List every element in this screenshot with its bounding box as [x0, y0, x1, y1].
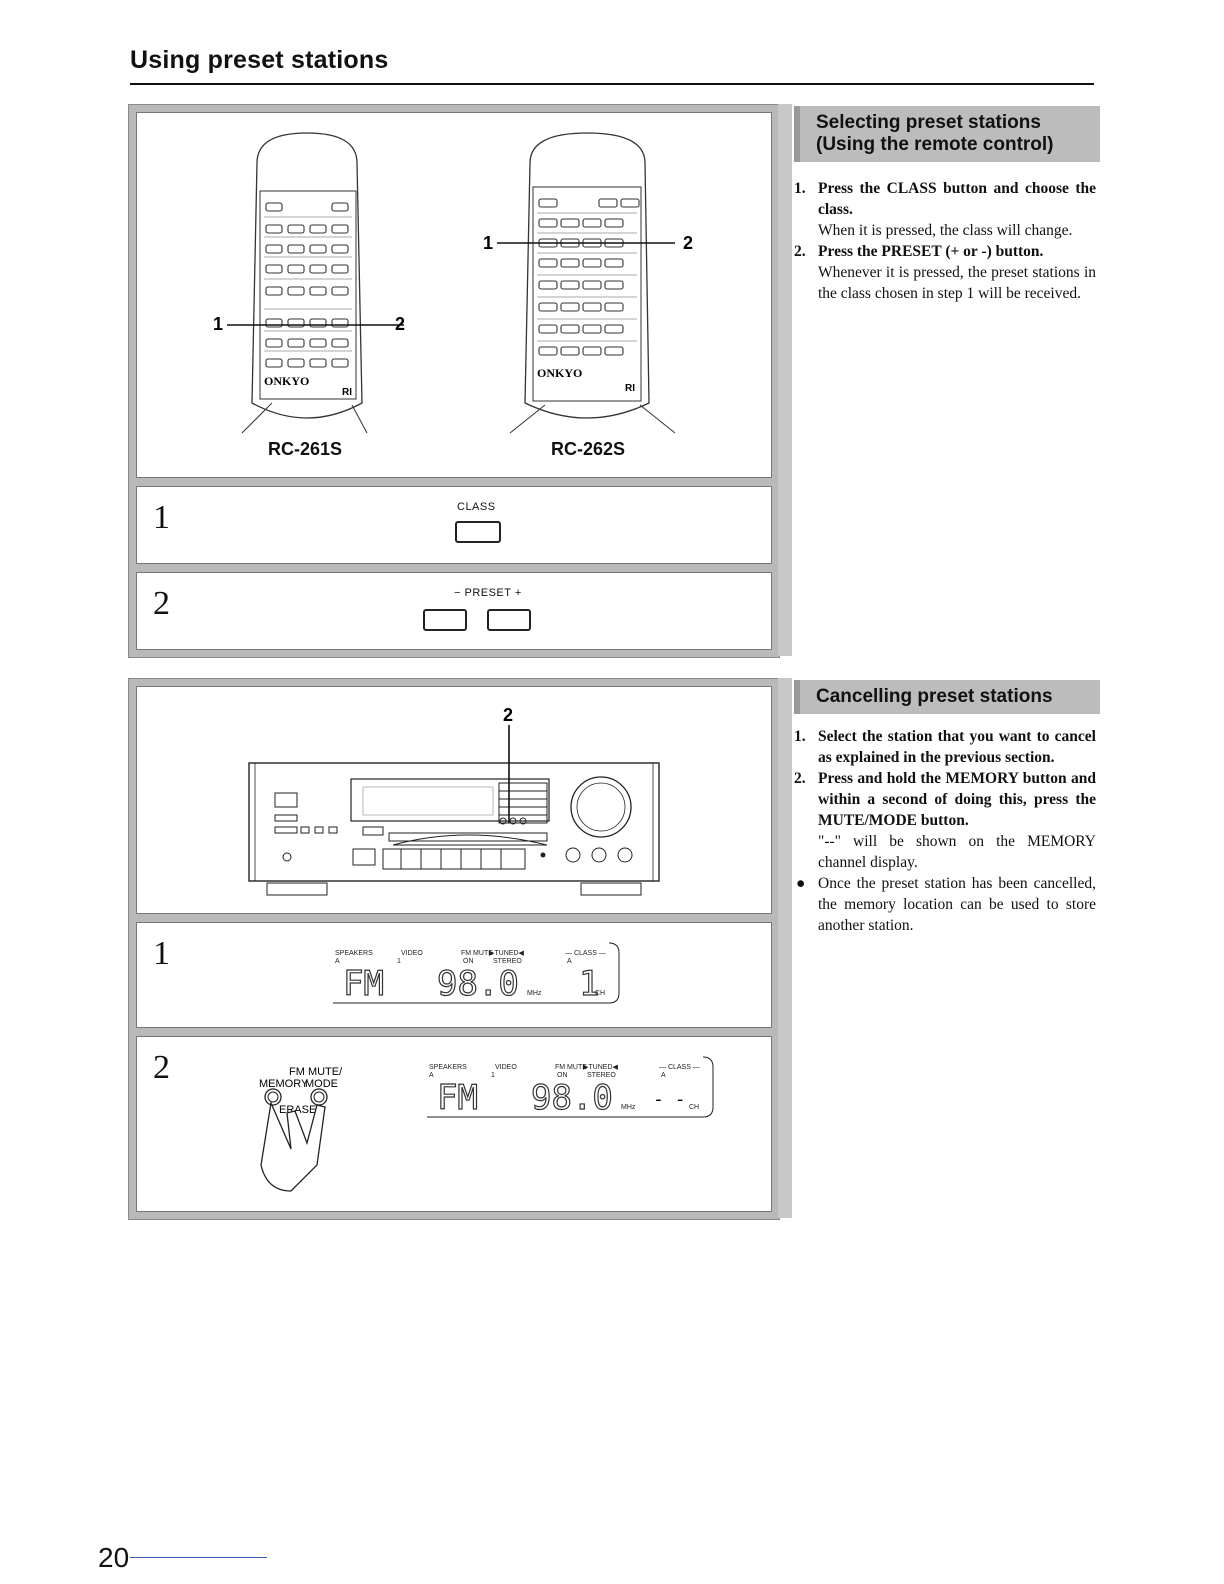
- svg-text:— CLASS —: — CLASS —: [659, 1064, 700, 1071]
- svg-text:▶TUNED◀: ▶TUNED◀: [489, 950, 524, 957]
- svg-text:A: A: [429, 1072, 434, 1079]
- page-number: 20: [98, 1542, 130, 1573]
- svg-text:CH: CH: [689, 1104, 699, 1111]
- svg-text:1: 1: [397, 958, 401, 965]
- svg-text:FM MUTE/: FM MUTE/: [289, 1066, 343, 1078]
- svg-text:RI: RI: [625, 383, 635, 394]
- svg-text:FM: FM: [343, 964, 384, 1004]
- remotes-illustration: ONKYO RI 1 2: [213, 132, 693, 434]
- svg-text:- -: - -: [653, 1089, 686, 1110]
- svg-text:ERASE: ERASE: [279, 1104, 316, 1116]
- remote-model-left: RC-261S: [268, 439, 343, 459]
- cancel-instructions: 1. Select the station that you want to c…: [794, 726, 1096, 936]
- remote-rc261s: ONKYO RI: [227, 132, 404, 434]
- remote-figure-panel: ONKYO RI 1 2: [136, 112, 772, 478]
- svg-text:FM: FM: [437, 1078, 478, 1118]
- class-button: [455, 521, 501, 543]
- page-title: Using preset stations: [130, 46, 389, 74]
- receiver-illustration: 2: [248, 705, 660, 896]
- svg-text:FM MUTE: FM MUTE: [461, 950, 493, 957]
- svg-text:FM MUTE: FM MUTE: [555, 1064, 587, 1071]
- svg-text:ON: ON: [557, 1072, 568, 1079]
- callout-right-1: 1: [483, 233, 493, 253]
- select-step2-panel: 2 − PRESET +: [136, 572, 772, 650]
- preset-plus-button: [487, 609, 531, 631]
- svg-text:STEREO: STEREO: [493, 958, 522, 965]
- svg-text:98.0: 98.0: [531, 1078, 613, 1118]
- svg-text:ONKYO: ONKYO: [264, 374, 309, 388]
- svg-text:ON: ON: [463, 958, 474, 965]
- svg-text:— CLASS —: — CLASS —: [565, 950, 606, 957]
- title-rule: [130, 83, 1094, 85]
- svg-text:1: 1: [579, 964, 599, 1004]
- svg-text:MODE: MODE: [305, 1078, 338, 1090]
- cancel-step1-panel: 1 SPEAKERS A VIDEO 1 FM MUTE ▶TUNED◀ ON …: [136, 922, 772, 1028]
- section-heading-cancel: Cancelling preset stations: [794, 680, 1100, 714]
- svg-text:MEMORY: MEMORY: [259, 1078, 309, 1090]
- remote-rc262s: ONKYO RI: [497, 132, 676, 434]
- receiver-panel: 2: [136, 686, 772, 914]
- select-instruction-2: 2. Press the PRESET (+ or -) button. Whe…: [794, 243, 1096, 302]
- select-instruction-1: 1. Press the CLASS button and choose the…: [794, 180, 1096, 239]
- svg-text:CH: CH: [595, 990, 605, 997]
- svg-text:A: A: [567, 958, 572, 965]
- section-heading-select: Selecting preset stations (Using the rem…: [794, 106, 1100, 162]
- svg-text:STEREO: STEREO: [587, 1072, 616, 1079]
- cancel-instruction-2: 2. Press and hold the MEMORY button and …: [794, 770, 1096, 871]
- select-step1-number: 1: [153, 499, 170, 536]
- callout-left-2: 2: [395, 314, 405, 334]
- section-heading-select-line2: (Using the remote control): [816, 134, 1054, 155]
- svg-text:A: A: [335, 958, 340, 965]
- callout-left-1: 1: [213, 314, 223, 334]
- class-button-label: CLASS: [457, 501, 496, 513]
- svg-text:VIDEO: VIDEO: [401, 950, 423, 957]
- svg-text:MHz: MHz: [621, 1104, 636, 1111]
- bullet-icon: ●: [796, 875, 806, 892]
- select-instructions: 1. Press the CLASS button and choose the…: [794, 178, 1096, 304]
- svg-text:RI: RI: [342, 387, 352, 398]
- preset-button-label: − PRESET +: [454, 587, 522, 599]
- svg-text:SPEAKERS: SPEAKERS: [429, 1064, 467, 1071]
- cancel-instruction-1: 1. Select the station that you want to c…: [794, 728, 1096, 766]
- receiver-callout-2: 2: [503, 705, 513, 725]
- hand-pressing-buttons: FM MUTE/ MEMORY MODE ERASE: [259, 1066, 343, 1192]
- section-heading-select-line1: Selecting preset stations: [816, 112, 1041, 133]
- svg-text:A: A: [661, 1072, 666, 1079]
- fl-display-2: SPEAKERS A VIDEO 1 FM MUTE ▶TUNED◀ ON ST…: [427, 1056, 714, 1119]
- svg-text:▶TUNED◀: ▶TUNED◀: [583, 1064, 618, 1071]
- select-step2-number: 2: [153, 585, 170, 622]
- callout-right-2: 2: [683, 233, 693, 253]
- svg-text:SPEAKERS: SPEAKERS: [335, 950, 373, 957]
- cancel-step1-number: 1: [153, 935, 170, 972]
- svg-text:VIDEO: VIDEO: [495, 1064, 517, 1071]
- svg-text:1: 1: [491, 1072, 495, 1079]
- footer-rule: [130, 1557, 267, 1558]
- svg-text:MHz: MHz: [527, 990, 542, 997]
- cancel-step2-panel: 2 FM MUTE/ MEMORY MODE ERASE SPEAKERS A …: [136, 1036, 772, 1212]
- select-step1-panel: 1 CLASS: [136, 486, 772, 564]
- cancel-note: ● Once the preset station has been cance…: [794, 873, 1096, 936]
- cancel-note-text: Once the preset station has been cancell…: [818, 875, 1096, 934]
- svg-text:98.0: 98.0: [437, 964, 519, 1004]
- right-column-shade-top: [778, 104, 792, 656]
- svg-text:ONKYO: ONKYO: [537, 366, 582, 380]
- preset-minus-button: [423, 609, 467, 631]
- remote-model-right: RC-262S: [551, 439, 626, 459]
- fl-display-1: SPEAKERS A VIDEO 1 FM MUTE ▶TUNED◀ ON ST…: [333, 942, 620, 1005]
- right-column-shade-bottom: [778, 678, 792, 1218]
- cancel-step2-number: 2: [153, 1049, 170, 1086]
- section-heading-cancel-text: Cancelling preset stations: [816, 686, 1053, 707]
